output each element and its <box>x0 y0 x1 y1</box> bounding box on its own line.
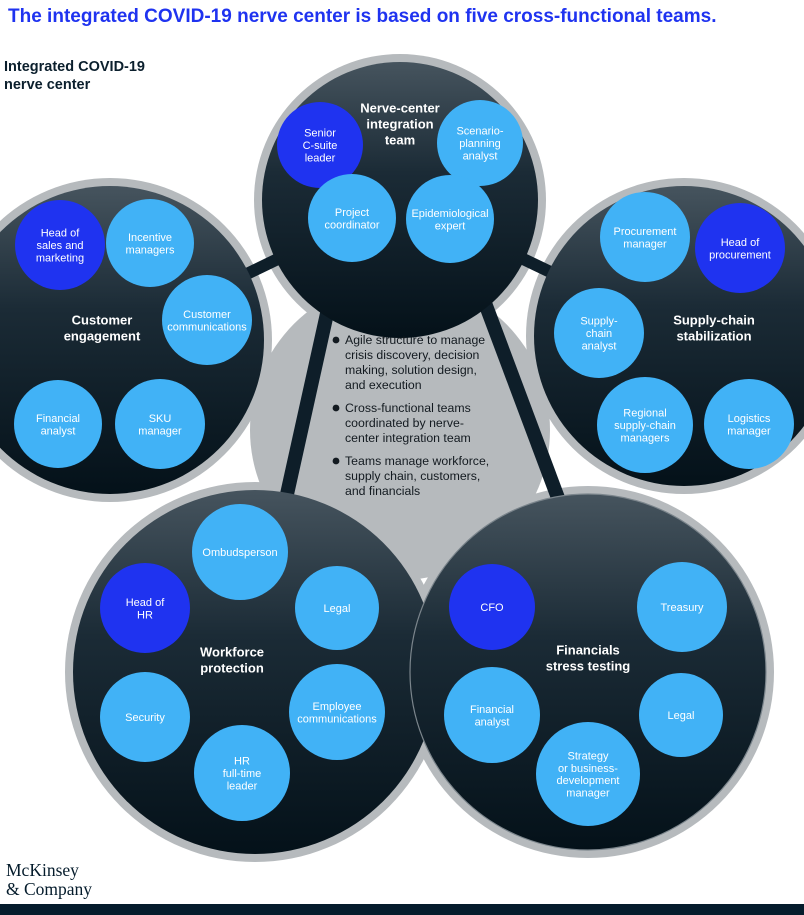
member-circle-security <box>100 672 190 762</box>
member-circle-scenario-planning-analyst <box>437 100 523 186</box>
member-circle-treasury <box>637 562 727 652</box>
page-title: The integrated COVID-19 nerve center is … <box>8 6 717 27</box>
diagram-label: Integrated COVID-19 nerve center <box>4 59 145 93</box>
member-label: Legal <box>668 710 695 722</box>
member-circle-supply-chain-analyst <box>554 288 644 378</box>
bullet-item: Teams manage workforce,supply chain, cus… <box>345 454 489 498</box>
member-circle-customer-communications <box>162 275 252 365</box>
member-circle-epidemiological-expert <box>406 175 494 263</box>
member-circle-regional-supply-chain-managers <box>597 377 693 473</box>
member-circle-hr-full-time-leader <box>194 725 290 821</box>
member-label: Treasury <box>661 602 704 614</box>
member-circle-project-coordinator <box>308 174 396 262</box>
member-circle-legal-financials <box>639 673 723 757</box>
member-circle-strategy-bd-manager <box>536 722 640 826</box>
member-circle-logistics-manager <box>704 379 794 469</box>
member-circle-procurement-manager <box>600 192 690 282</box>
member-circle-legal-workforce <box>295 566 379 650</box>
member-circle-financial-analyst-fin <box>444 667 540 763</box>
member-circle-senior-c-suite-leader <box>277 102 363 188</box>
member-label: CFO <box>480 602 504 614</box>
member-circle-incentive-managers <box>106 199 194 287</box>
member-circle-financial-analyst <box>14 380 102 468</box>
member-circle-sku-manager <box>115 379 205 469</box>
bullet-dot <box>332 404 340 412</box>
member-label: Security <box>125 712 165 724</box>
member-circle-ombudsperson <box>192 504 288 600</box>
member-label: Ombudsperson <box>202 547 277 559</box>
member-circle-cfo <box>449 564 535 650</box>
mckinsey-logo: McKinsey & Company <box>6 860 93 899</box>
member-circle-employee-communications <box>289 664 385 760</box>
member-label: Legal <box>324 603 351 615</box>
bullet-dot <box>332 457 340 465</box>
bottom-accent-bar <box>0 904 804 915</box>
bullet-dot <box>332 336 340 344</box>
member-circle-head-of-hr <box>100 563 190 653</box>
member-circle-head-of-sales-marketing <box>15 200 105 290</box>
member-circle-head-of-procurement <box>695 203 785 293</box>
